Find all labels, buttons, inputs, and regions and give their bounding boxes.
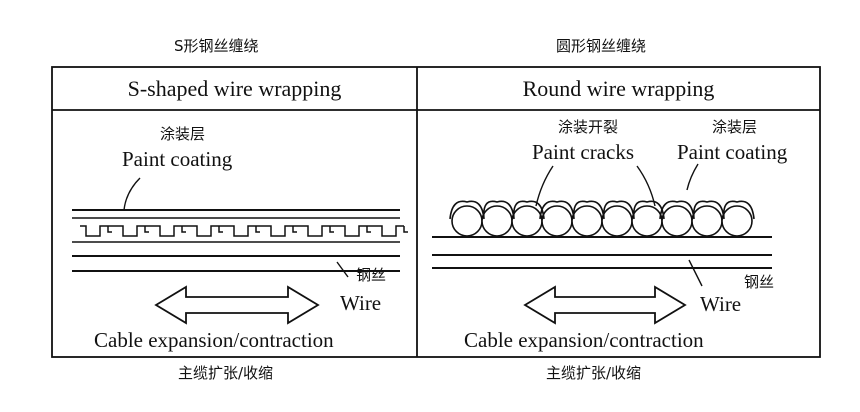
- right-caption-cn: 圆形钢丝缠绕: [556, 37, 647, 55]
- left-motion-label-cn: 主缆扩张/收缩: [178, 364, 274, 382]
- round-wire: [721, 205, 753, 237]
- right-coating-leader: [686, 163, 699, 191]
- outer-frame: [51, 66, 821, 358]
- left-wire-leader: [336, 261, 349, 278]
- right-coating-label-en: Paint coating: [677, 140, 788, 164]
- right-wire-label-en: Wire: [700, 292, 742, 316]
- left-motion-label-en: Cable expansion/contraction: [94, 328, 334, 352]
- paint-coating-arc-3: [659, 200, 755, 220]
- s-wire-segment-path: [80, 225, 408, 237]
- paint-coating-arc-2: [539, 200, 665, 220]
- round-wire: [601, 205, 633, 237]
- round-wire: [541, 205, 573, 237]
- round-wire-row: [449, 200, 755, 237]
- right-expansion-arrow: [523, 285, 687, 325]
- round-wire: [451, 205, 483, 237]
- cracks-label-cn: 涂装开裂: [558, 118, 619, 136]
- round-wire: [691, 205, 723, 237]
- crack-leader-right: [636, 165, 656, 207]
- left-wire-label-en: Wire: [340, 291, 382, 315]
- round-wire: [481, 205, 513, 237]
- right-motion-label-en: Cable expansion/contraction: [464, 328, 704, 352]
- round-wire: [571, 205, 603, 237]
- cracks-label-en: Paint cracks: [532, 140, 635, 164]
- right-title: Round wire wrapping: [522, 76, 715, 101]
- left-wire-label-cn: 钢丝: [356, 266, 387, 284]
- left-coating-label-en: Paint coating: [122, 147, 233, 171]
- s-wire-profile: [80, 225, 408, 237]
- paint-coating-arc-1: [449, 200, 545, 220]
- round-wire: [511, 205, 543, 237]
- left-expansion-arrow: [154, 285, 320, 325]
- right-motion-label-cn: 主缆扩张/收缩: [546, 364, 642, 382]
- left-coating-leader: [123, 177, 141, 211]
- right-coating-label-cn: 涂装层: [712, 118, 758, 136]
- round-wire: [661, 205, 693, 237]
- crack-leader-left: [535, 165, 554, 207]
- right-wire-leader: [688, 259, 703, 287]
- left-coating-label-cn: 涂装层: [160, 125, 206, 143]
- right-wire-label-cn: 钢丝: [744, 273, 775, 291]
- round-wire: [631, 205, 663, 237]
- left-caption-cn: S形钢丝缠绕: [174, 37, 259, 55]
- left-title: S-shaped wire wrapping: [127, 76, 342, 101]
